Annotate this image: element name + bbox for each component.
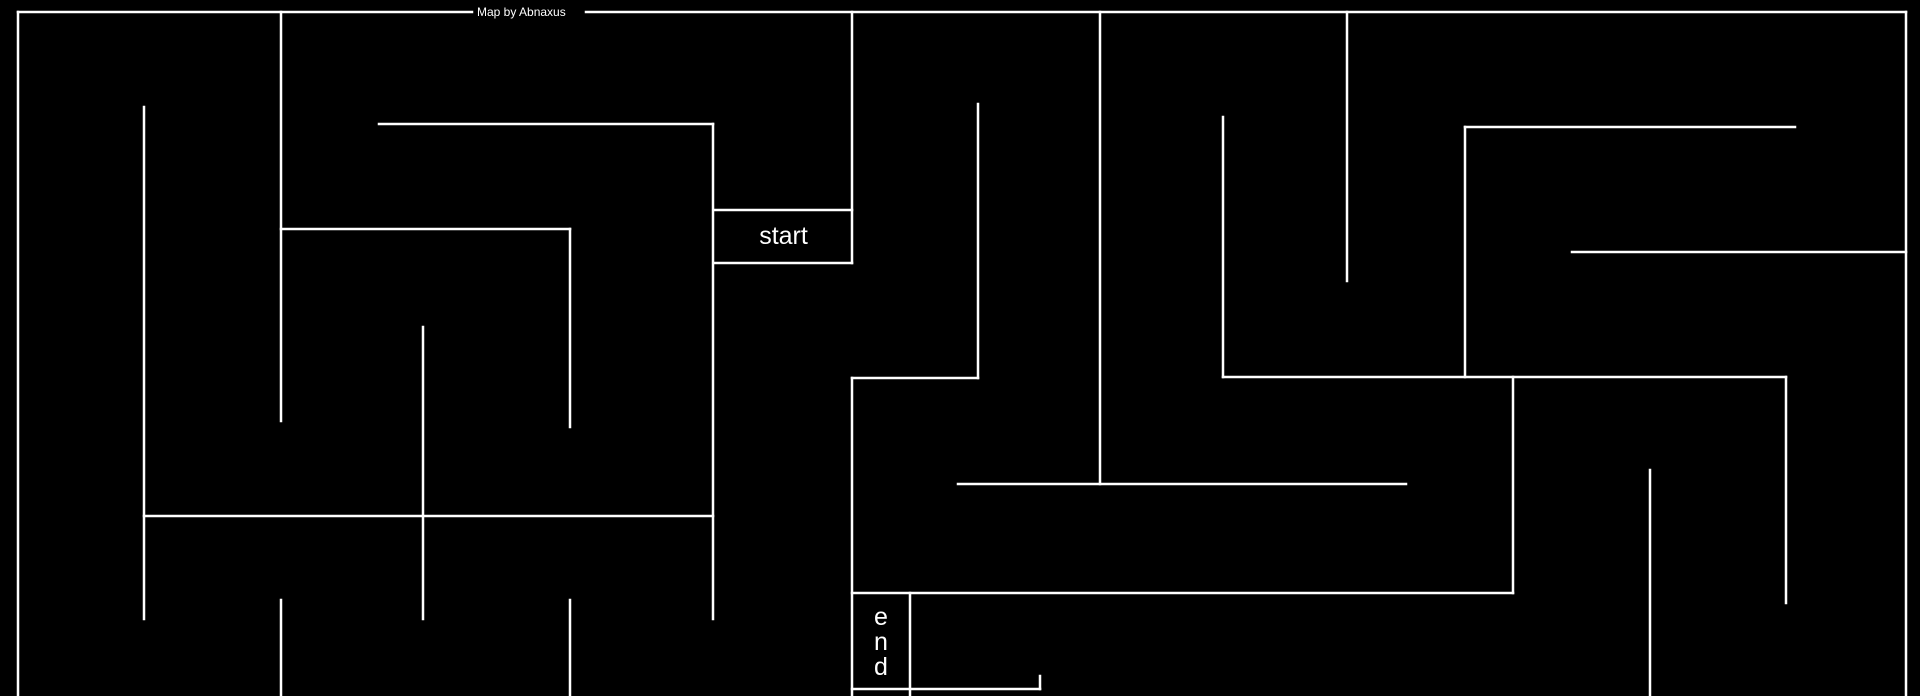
end-label: e n d (874, 602, 888, 681)
map-credit: Map by Abnaxus (474, 4, 569, 20)
start-label: start (759, 222, 808, 250)
